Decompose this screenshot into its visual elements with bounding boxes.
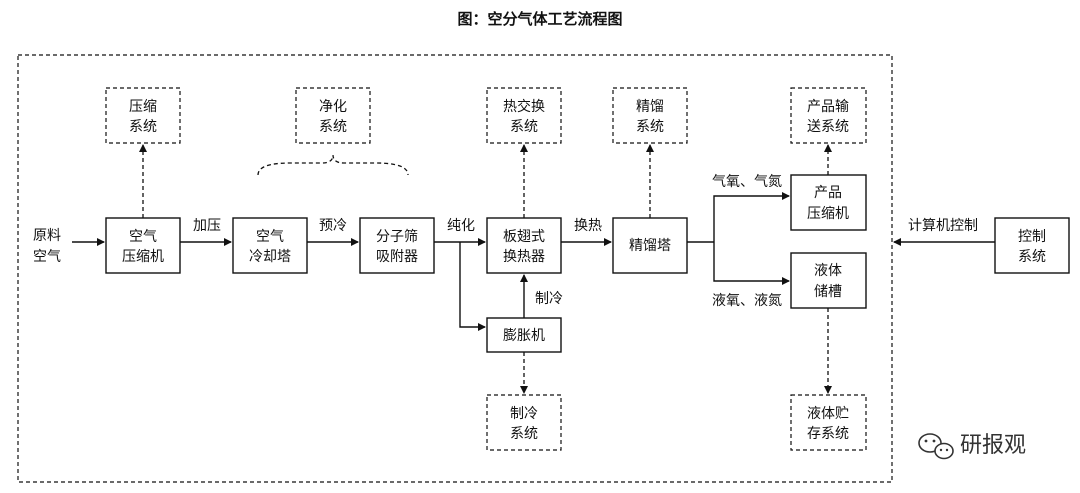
- svg-text:压缩机: 压缩机: [807, 206, 849, 222]
- arrow-to-liquid-tank: [713, 242, 790, 285]
- system-boundary: [17, 54, 893, 483]
- control-system-box: 控制 系统: [994, 217, 1070, 274]
- arrow-sieve-to-expander: [459, 242, 486, 331]
- svg-text:换热器: 换热器: [503, 248, 545, 265]
- svg-text:产品输: 产品输: [807, 99, 849, 115]
- wechat-icon: [918, 433, 954, 460]
- liquid-storage-subsystem-box: 液体贮 存系统: [790, 394, 867, 451]
- svg-text:产品: 产品: [814, 185, 842, 201]
- label-heat-exchange: 换热: [574, 217, 602, 234]
- label-liquid-products: 液氧、液氮: [712, 293, 782, 309]
- svg-text:送系统: 送系统: [807, 119, 849, 135]
- distillation-subsystem-box: 精馏 系统: [612, 87, 688, 144]
- purification-brace: [257, 154, 409, 176]
- svg-text:制冷: 制冷: [510, 406, 538, 422]
- svg-text:压缩: 压缩: [129, 99, 157, 115]
- arrow-to-product-compressor: [713, 192, 790, 242]
- distillation-tower-box: 精馏塔: [612, 217, 688, 274]
- air-cooling-tower-box: 空气 冷却塔: [232, 217, 308, 274]
- svg-text:原料: 原料: [33, 228, 61, 244]
- svg-text:控制: 控制: [1018, 229, 1046, 245]
- svg-text:系统: 系统: [636, 119, 664, 135]
- svg-text:系统: 系统: [510, 119, 538, 135]
- svg-text:存系统: 存系统: [807, 426, 849, 442]
- molecular-sieve-box: 分子筛 吸附器: [359, 217, 435, 274]
- svg-text:空气: 空气: [33, 249, 61, 265]
- liquid-tank-box: 液体 储槽: [790, 252, 867, 309]
- purification-subsystem-box: 净化 系统: [295, 87, 371, 144]
- svg-text:空气: 空气: [256, 229, 284, 245]
- svg-text:精馏: 精馏: [636, 99, 664, 115]
- svg-text:精馏塔: 精馏塔: [629, 238, 671, 254]
- svg-text:空气: 空气: [129, 229, 157, 245]
- svg-text:液体: 液体: [814, 263, 842, 279]
- watermark-text: 研报观: [960, 433, 1026, 458]
- svg-text:储槽: 储槽: [814, 284, 842, 300]
- svg-text:膨胀机: 膨胀机: [503, 327, 545, 344]
- label-pressurize: 加压: [193, 218, 221, 234]
- svg-text:系统: 系统: [129, 119, 157, 135]
- svg-text:液体贮: 液体贮: [807, 406, 849, 422]
- label-refrigerate: 制冷: [535, 291, 563, 307]
- svg-text:板翅式: 板翅式: [503, 229, 545, 245]
- svg-text:吸附器: 吸附器: [376, 249, 418, 265]
- expander-box: 膨胀机: [486, 317, 562, 353]
- svg-text:系统: 系统: [319, 119, 347, 135]
- air-compressor-box: 空气 压缩机: [105, 217, 181, 274]
- svg-text:压缩机: 压缩机: [122, 249, 164, 265]
- refrigeration-subsystem-box: 制冷 系统: [486, 394, 562, 451]
- plate-fin-exchanger-box: 板翅式 换热器: [486, 217, 562, 274]
- heat-exchange-subsystem-box: 热交换 系统: [486, 87, 562, 144]
- svg-text:冷却塔: 冷却塔: [249, 249, 291, 265]
- svg-text:净化: 净化: [319, 99, 347, 115]
- svg-text:热交换: 热交换: [503, 98, 545, 115]
- label-purify: 纯化: [447, 218, 475, 234]
- watermark: 研报观: [918, 433, 1026, 460]
- svg-text:系统: 系统: [510, 426, 538, 442]
- svg-text:系统: 系统: [1018, 249, 1046, 265]
- product-transport-subsystem-box: 产品输 送系统: [790, 87, 867, 144]
- diagram-title: 图：空分气体工艺流程图: [457, 10, 622, 28]
- label-gas-products: 气氧、气氮: [712, 174, 782, 190]
- label-computer-control: 计算机控制: [908, 218, 978, 234]
- compression-subsystem-box: 压缩 系统: [105, 87, 181, 144]
- product-compressor-box: 产品 压缩机: [790, 174, 867, 231]
- svg-text:分子筛: 分子筛: [376, 229, 418, 245]
- label-precool: 预冷: [319, 218, 347, 234]
- raw-air-label: 原料 空气: [33, 228, 61, 265]
